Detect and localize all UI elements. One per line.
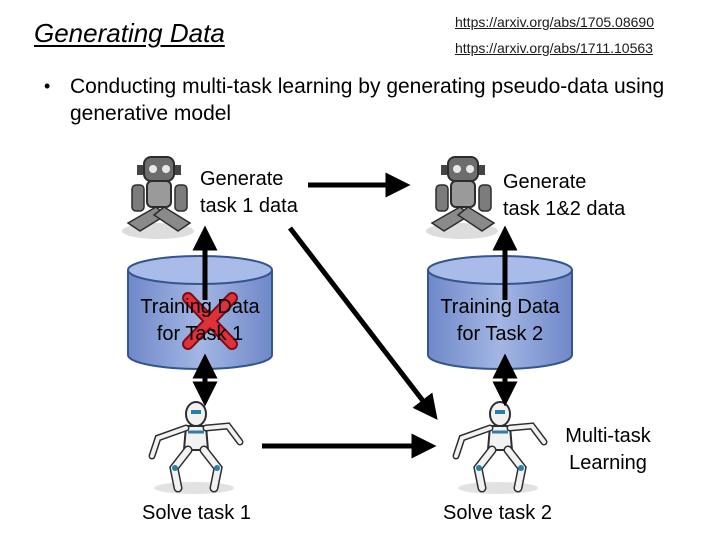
arrow-generate-to-multitask	[288, 226, 438, 420]
multitask-label: Multi-task Learning	[550, 423, 666, 477]
learner-robot-icon-right	[456, 402, 544, 494]
solve-label-right: Solve task 2	[443, 502, 552, 524]
paper-link-1[interactable]: https://arxiv.org/abs/1705.08690	[455, 14, 654, 30]
generate-left-line2: task 1 data	[200, 195, 298, 217]
generate-left-line1: Generate	[200, 168, 284, 190]
multitask-line2: Learning	[569, 452, 647, 474]
bullet-text: Conducting multi-task learning by genera…	[70, 75, 665, 125]
multitask-line1: Multi-task	[565, 425, 651, 447]
solve-label-left: Solve task 1	[142, 502, 251, 524]
learner-robot-icon-left	[152, 402, 240, 494]
db-left-line1: Training Data	[140, 296, 260, 318]
db-left-line2: for Task 1	[156, 323, 244, 345]
database-label-right: Training Data for Task 2	[428, 294, 572, 348]
database-icon-right	[427, 255, 573, 370]
generate-right-line2: task 1&2 data	[503, 198, 626, 220]
slide-title: Generating Data	[34, 18, 225, 48]
generator-robot-icon-left	[121, 156, 195, 240]
paper-link-2[interactable]: https://arxiv.org/abs/1711.10563	[455, 40, 653, 56]
generate-label-right: Generate task 1&2 data	[503, 169, 625, 223]
generate-right-line1: Generate	[503, 171, 587, 193]
generator-robot-icon-right	[425, 156, 499, 240]
cross-icon	[182, 292, 238, 350]
generate-label-left: Generate task 1 data	[200, 166, 298, 220]
bullet-dot-icon: •	[44, 76, 51, 96]
db-right-line1: Training Data	[440, 296, 560, 318]
database-label-left: Training Data for Task 1	[128, 294, 272, 348]
db-right-line2: for Task 2	[456, 323, 544, 345]
